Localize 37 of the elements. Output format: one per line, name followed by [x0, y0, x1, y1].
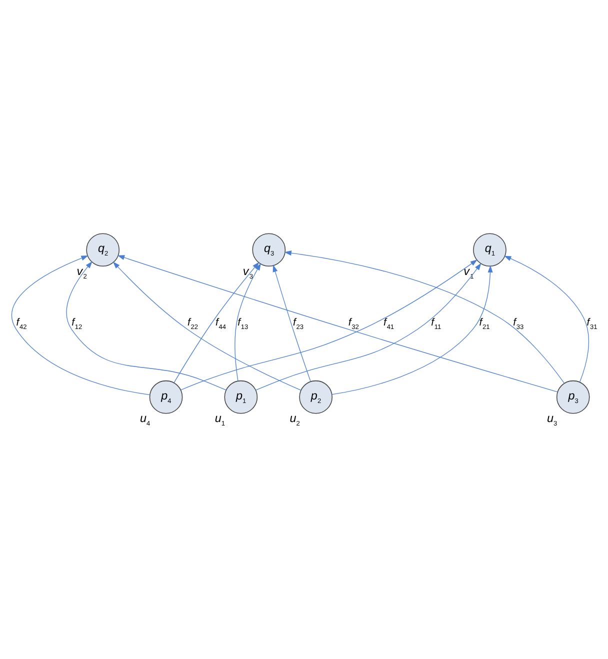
edge-label: f$_{13}$: [238, 316, 248, 330]
arrow: [112, 261, 302, 390]
edge-label: f$_{32}$: [348, 316, 359, 330]
node-circle: q$_{3}$: [252, 232, 286, 266]
node-circle: p$_{1}$: [224, 380, 258, 414]
arrow: [255, 262, 482, 390]
edge-label: f$_{31}$: [586, 316, 598, 330]
arrow: [66, 260, 226, 390]
node-label: v$_{2}$: [76, 264, 87, 280]
edge-label: f$_{42}$: [16, 316, 27, 330]
edge-label: f$_{11}$: [431, 316, 442, 330]
edge-label: f$_{12}$: [72, 316, 82, 330]
node-circle: p$_{2}$: [299, 380, 332, 414]
arrow: [11, 255, 150, 395]
edge-label: f$_{41}$: [384, 316, 394, 330]
arrow: [332, 264, 493, 394]
arrow: [272, 264, 311, 382]
node-label: u$_{4}$: [140, 412, 150, 428]
arrow: [504, 255, 590, 382]
edge-label: f$_{33}$: [513, 316, 524, 330]
arrow: [180, 258, 478, 390]
arrow: [117, 254, 558, 392]
node-label: u$_{2}$: [290, 412, 300, 428]
node-circle: p$_{4}$: [149, 380, 183, 414]
edge-label: f$_{21}$: [479, 316, 490, 330]
node-circle: q$_{1}$: [473, 232, 506, 266]
arrow: [234, 262, 261, 381]
edge-label: f$_{23}$: [293, 316, 304, 330]
node-circle: q$_{2}$: [86, 232, 120, 266]
node-label: u$_{1}$: [214, 412, 226, 428]
edge-label: f$_{44}$: [216, 316, 226, 330]
node-circle: p$_{3}$: [556, 380, 590, 414]
arrow: [174, 261, 260, 383]
node-label: u$_{3}$: [547, 412, 558, 428]
edge-label: f$_{22}$: [188, 316, 198, 330]
node-label: v$_{3}$: [242, 264, 254, 280]
arrow: [284, 250, 565, 384]
